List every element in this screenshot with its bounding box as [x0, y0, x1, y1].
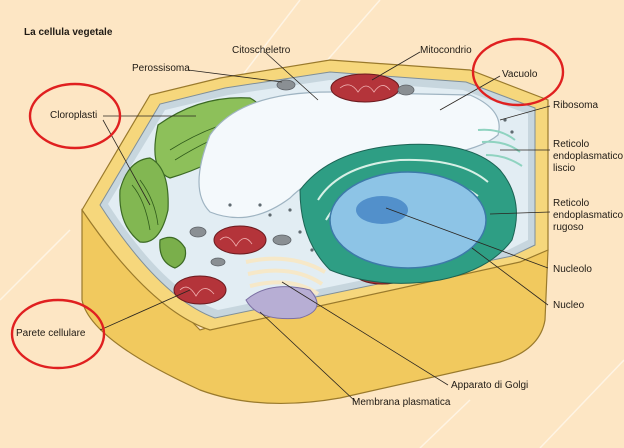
label-nucleolo: Nucleolo [553, 264, 592, 276]
mitochondrion-mid [214, 226, 266, 254]
label-vacuolo: Vacuolo [502, 69, 537, 81]
label-ribosoma: Ribosoma [553, 100, 598, 112]
label-nucleo: Nucleo [553, 300, 584, 312]
nucleus [330, 172, 486, 268]
label-reticolo-rugoso: Reticolo endoplasmatico rugoso [553, 198, 624, 234]
label-mitocondrio: Mitocondrio [420, 45, 472, 57]
nucleolus [356, 196, 408, 224]
diagram-title: La cellula vegetale [24, 27, 112, 38]
label-membrana-plasmatica: Membrana plasmatica [352, 397, 450, 409]
label-reticolo-liscio: Reticolo endoplasmatico liscio [553, 139, 624, 175]
label-cloroplasti: Cloroplasti [50, 110, 97, 122]
label-apparato-golgi: Apparato di Golgi [451, 380, 528, 392]
label-perossisoma: Perossisoma [132, 63, 190, 75]
label-parete-cellulare: Parete cellulare [16, 328, 85, 340]
mitochondrion-top [331, 74, 399, 102]
label-citoscheletro: Citoscheletro [232, 45, 290, 57]
mitochondrion-low [174, 276, 226, 304]
